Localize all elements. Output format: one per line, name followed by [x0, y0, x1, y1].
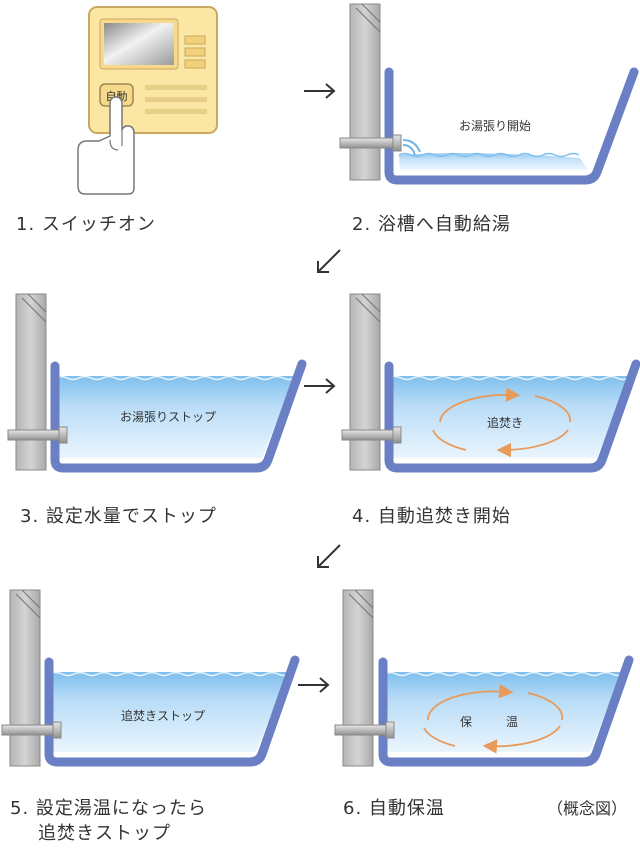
step6-tub: 保 温: [334, 589, 634, 767]
step4-tub: 追焚き: [341, 293, 640, 473]
step3-inner-label: お湯張りストップ: [120, 410, 216, 424]
step6-caption: 6. 自動保温: [343, 798, 445, 819]
arrow-right-icon: [298, 677, 330, 693]
flow-arrows: [298, 83, 341, 693]
step5-inner-label: 追焚きストップ: [121, 708, 205, 723]
arrow-right-icon: [304, 378, 336, 394]
step2-tub: お湯張り開始: [339, 3, 639, 185]
arrow-down-left-icon: [317, 249, 341, 273]
step1-caption: 1. スイッチオン: [16, 214, 156, 235]
step2-caption: 2. 浴槽へ自動給湯: [352, 214, 511, 235]
step5-caption-line1: 5. 設定湯温になったら: [10, 798, 207, 819]
arrow-right-icon: [304, 83, 336, 99]
arrow-down-left-icon: [317, 544, 341, 568]
step1-control-panel: 自動: [77, 6, 218, 195]
step5-tub: 追焚きストップ: [1, 589, 300, 767]
water-spout-icon: [402, 139, 421, 156]
step6-inner-label-right: 温: [506, 715, 518, 729]
step3-caption: 3. 設定水量でストップ: [20, 506, 217, 527]
circulation-arrows-icon: [432, 387, 571, 458]
step2-inner-label: お湯張り開始: [459, 119, 531, 133]
step6-inner-label-left: 保: [460, 715, 472, 729]
step4-inner-label: 追焚き: [487, 415, 523, 430]
step3-tub: お湯張りストップ: [7, 293, 307, 473]
circulation-arrows-icon: [423, 684, 564, 754]
concept-note: （概念図）: [547, 799, 628, 818]
step4-caption: 4. 自動追焚き開始: [352, 506, 511, 527]
pointing-hand-icon: [77, 96, 135, 195]
step5-caption-line2: 追焚きストップ: [38, 823, 171, 844]
